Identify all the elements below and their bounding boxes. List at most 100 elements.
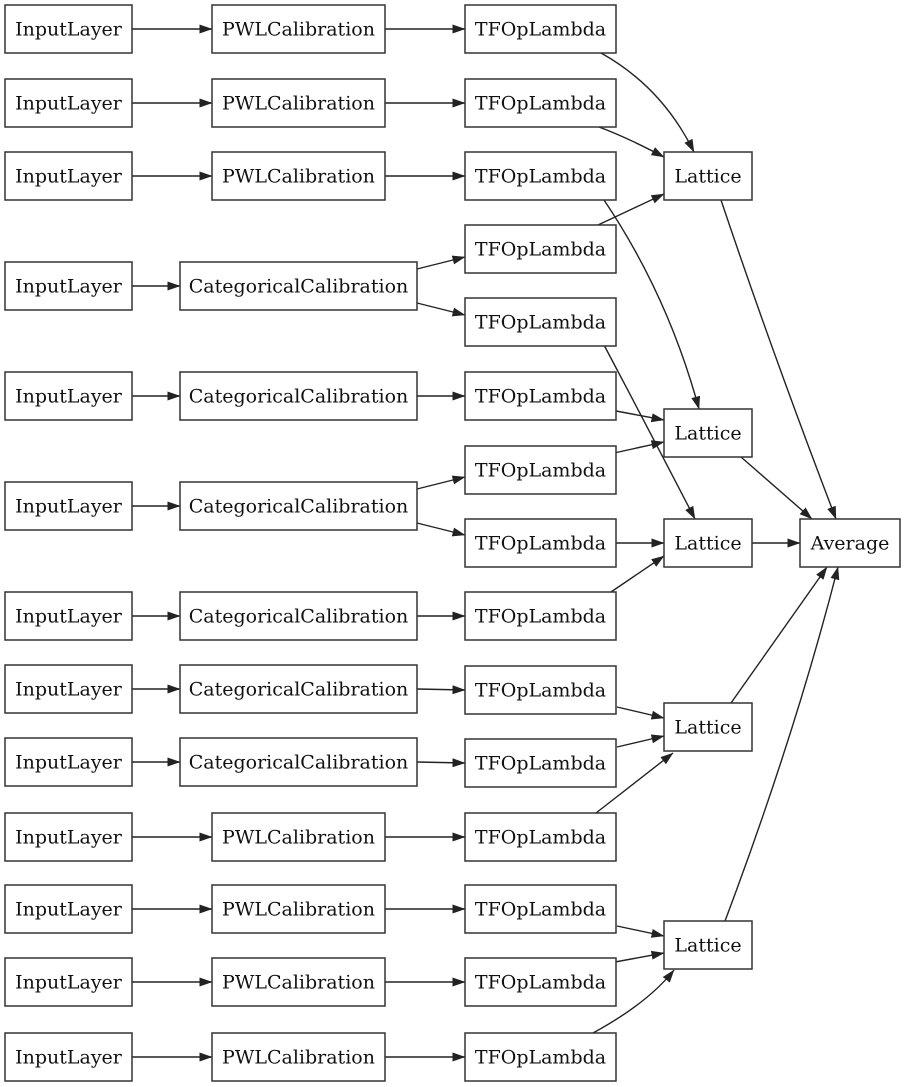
pwl-1-box <box>211 4 386 54</box>
edge-tfop-10-to-lattice-4 <box>616 706 665 720</box>
input-8-label: InputLayer <box>15 679 123 701</box>
tfop-2-box <box>464 78 617 128</box>
tfop-4-box <box>464 224 617 274</box>
pwl-4-node: PWLCalibration <box>211 812 386 862</box>
cat-6-node: CategoricalCalibration <box>179 737 418 787</box>
input-12-box <box>4 957 133 1007</box>
input-1-box <box>4 4 133 54</box>
cat-3-box <box>179 481 418 531</box>
edge-lattice-2-to-average-1 <box>740 456 813 520</box>
tfop-4-node: TFOpLambda <box>464 224 617 274</box>
tfop-7-node: TFOpLambda <box>464 445 617 495</box>
pwl-5-box <box>211 884 386 934</box>
tfop-12-label: TFOpLambda <box>475 827 606 849</box>
cat-4-label: CategoricalCalibration <box>189 606 409 628</box>
cat-4-box <box>179 591 418 641</box>
lattice-4-label: Lattice <box>674 717 741 739</box>
pwl-6-node: PWLCalibration <box>211 957 386 1007</box>
edge-cat-6-to-tfop-11 <box>416 758 466 768</box>
edge-cat-3-to-tfop-8 <box>416 522 466 537</box>
edge-tfop-5-to-lattice-3 <box>603 344 696 520</box>
tfop-8-label: TFOpLambda <box>475 533 606 555</box>
tfop-3-label: TFOpLambda <box>475 166 606 188</box>
edges-layer <box>132 24 840 1062</box>
tfop-13-box <box>464 884 617 934</box>
lattice-1-node: Lattice <box>663 151 753 201</box>
edge-lattice-1-to-average-1 <box>720 199 837 520</box>
tfop-14-box <box>464 957 617 1007</box>
edge-lattice-4-to-average-1 <box>730 566 828 704</box>
tfop-12-box <box>464 812 617 862</box>
tfop-10-node: TFOpLambda <box>464 665 617 715</box>
input-11-box <box>4 884 133 934</box>
lattice-3-box <box>663 518 753 568</box>
average-1-box <box>799 518 901 568</box>
edge-cat-3-to-tfop-7 <box>416 475 466 490</box>
tfop-11-box <box>464 738 617 788</box>
lattice-2-box <box>663 408 753 458</box>
pwl-1-label: PWLCalibration <box>222 19 375 41</box>
tfop-15-label: TFOpLambda <box>475 1047 606 1069</box>
input-6-box <box>4 481 133 531</box>
tfop-14-label: TFOpLambda <box>475 972 606 994</box>
tfop-9-label: TFOpLambda <box>475 606 606 628</box>
input-11-label: InputLayer <box>15 899 123 921</box>
edge-tfop-13-to-lattice-5 <box>616 925 665 938</box>
cat-3-node: CategoricalCalibration <box>179 481 418 531</box>
cat-2-box <box>179 371 418 421</box>
lattice-4-node: Lattice <box>663 702 753 752</box>
cat-6-box <box>179 737 418 787</box>
input-1-node: InputLayer <box>4 4 133 54</box>
cat-3-label: CategoricalCalibration <box>189 496 409 518</box>
input-4-node: InputLayer <box>4 261 133 311</box>
input-3-box <box>4 151 133 201</box>
tfop-7-box <box>464 445 617 495</box>
input-11-node: InputLayer <box>4 884 133 934</box>
input-5-label: InputLayer <box>15 386 123 408</box>
tfop-5-node: TFOpLambda <box>464 297 617 347</box>
input-7-label: InputLayer <box>15 606 123 628</box>
pwl-3-node: PWLCalibration <box>211 151 386 201</box>
input-3-label: InputLayer <box>15 166 123 188</box>
input-9-box <box>4 737 133 787</box>
tfop-6-node: TFOpLambda <box>464 371 617 421</box>
input-13-node: InputLayer <box>4 1032 133 1082</box>
lattice-1-box <box>663 151 753 201</box>
pwl-7-box <box>211 1032 386 1082</box>
edge-tfop-2-to-lattice-1 <box>598 126 665 158</box>
edge-cat-1-to-tfop-5 <box>416 302 466 317</box>
tfop-3-node: TFOpLambda <box>464 151 617 201</box>
tfop-9-box <box>464 591 617 641</box>
lattice-3-label: Lattice <box>674 533 741 555</box>
tfop-13-node: TFOpLambda <box>464 884 617 934</box>
edge-tfop-3-to-lattice-2 <box>603 199 701 410</box>
tfop-11-node: TFOpLambda <box>464 738 617 788</box>
nodes-layer: InputLayerInputLayerInputLayerInputLayer… <box>4 4 901 1082</box>
lattice-2-label: Lattice <box>674 423 741 445</box>
lattice-2-node: Lattice <box>663 408 753 458</box>
lattice-1-label: Lattice <box>674 166 741 188</box>
tfop-1-box <box>464 4 617 54</box>
input-1-label: InputLayer <box>15 19 123 41</box>
tfop-10-label: TFOpLambda <box>475 680 606 702</box>
tfop-8-box <box>464 518 617 568</box>
tfop-4-label: TFOpLambda <box>475 239 606 261</box>
average-1-label: Average <box>810 533 890 555</box>
input-10-box <box>4 812 133 862</box>
cat-1-node: CategoricalCalibration <box>179 261 418 311</box>
input-10-node: InputLayer <box>4 812 133 862</box>
input-8-box <box>4 664 133 714</box>
edge-tfop-15-to-lattice-5 <box>592 969 675 1034</box>
edge-tfop-4-to-lattice-1 <box>597 193 665 226</box>
average-1-node: Average <box>799 518 901 568</box>
input-6-node: InputLayer <box>4 481 133 531</box>
cat-1-label: CategoricalCalibration <box>189 276 409 298</box>
tfop-3-box <box>464 151 617 201</box>
input-13-label: InputLayer <box>15 1047 123 1069</box>
pwl-7-label: PWLCalibration <box>222 1047 375 1069</box>
tfop-8-node: TFOpLambda <box>464 518 617 568</box>
pwl-6-box <box>211 957 386 1007</box>
lattice-5-box <box>663 920 753 970</box>
pwl-3-box <box>211 151 386 201</box>
cat-4-node: CategoricalCalibration <box>179 591 418 641</box>
